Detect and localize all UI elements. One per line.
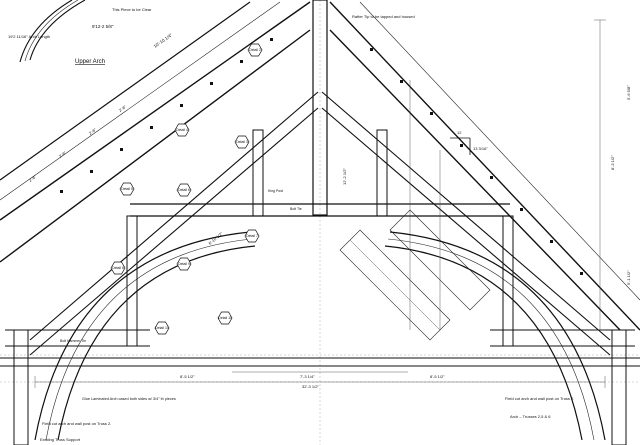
top-dim-2: 9'12-2 5/8" bbox=[92, 24, 114, 29]
right-dim-3: 5'-6 5/8" bbox=[626, 85, 631, 100]
left-wall-post bbox=[13, 329, 29, 445]
pitch-symbol bbox=[450, 137, 471, 155]
upper-arch bbox=[19, 0, 86, 63]
svg-text:Detail 3: Detail 3 bbox=[236, 140, 248, 144]
bottom-dim-center: 7'-3 1/4" bbox=[300, 374, 315, 379]
right-dim-2: 5'-1 1/2" bbox=[626, 270, 631, 285]
detail-tags: Detail 2 Detail 3 Detail 4 Detail 5 Deta… bbox=[110, 43, 263, 335]
svg-text:Detail 9: Detail 9 bbox=[178, 262, 190, 266]
left-rafter-dim: 2'-8" bbox=[28, 174, 38, 183]
dimension-lines bbox=[34, 19, 606, 388]
left-rafter-dim: 2'-8" bbox=[118, 104, 128, 113]
detail-tag: Detail 7 bbox=[244, 229, 260, 243]
right-rafter bbox=[329, 1, 640, 331]
left-rafter bbox=[0, 1, 311, 263]
svg-text:Detail 5: Detail 5 bbox=[121, 187, 133, 191]
hammer-ties bbox=[0, 329, 640, 367]
truss-support-note: Existing Truss Support bbox=[40, 437, 81, 442]
right-wall-post bbox=[611, 329, 627, 445]
top-dim-1: 10'-10 1/4" bbox=[153, 32, 174, 49]
bolt-tie bbox=[130, 203, 510, 217]
field-cut-left: Field cut arch and wall post on Truss 2. bbox=[42, 421, 111, 426]
arch-trusses-note: Arch – Trusses 2,5 & 6 bbox=[510, 414, 551, 419]
svg-text:Detail 2: Detail 2 bbox=[249, 48, 261, 52]
left-rafter-dim: 2'-8" bbox=[88, 127, 98, 136]
detail-tag: Detail 2 bbox=[247, 43, 263, 57]
dimension-labels: 10'-10 1/4" 9'12-2 5/8" 7'-3 1/4" 8'-5 1… bbox=[28, 24, 631, 389]
piece-note: This Piece to be Clear bbox=[112, 7, 152, 12]
svg-text:Detail 10: Detail 10 bbox=[155, 326, 169, 330]
detail-tag: Detail 5 bbox=[119, 182, 135, 196]
bolt-marks bbox=[60, 38, 583, 275]
field-cut-right: Field cut arch and wall post on Truss 2. bbox=[505, 396, 574, 401]
upper-arch-title: Upper Arch bbox=[75, 59, 105, 65]
struts bbox=[29, 91, 611, 356]
post-dim: 12'-2 1/2" bbox=[342, 168, 347, 185]
arch-length-note: 19'2 11/16" Arch Length bbox=[8, 34, 50, 39]
bottom-dim-right: 8'-5 1/2" bbox=[430, 374, 445, 379]
svg-text:Detail 6: Detail 6 bbox=[178, 188, 190, 192]
detail-tag: Detail 9 bbox=[176, 257, 192, 271]
right-dim-1: 8'-3 1/2" bbox=[610, 155, 615, 170]
left-rafter-dim: 2'-8" bbox=[58, 150, 68, 159]
right-detail-block bbox=[339, 209, 491, 341]
svg-text:Detail 8: Detail 8 bbox=[112, 266, 124, 270]
rafter-tip-note: Rafter Tip to be tapped and housed bbox=[352, 14, 415, 19]
lower-arch-note: Glue Laminated Arch cased both sides w/ … bbox=[82, 397, 176, 401]
left-lower-arch bbox=[34, 231, 256, 441]
left-queen-post bbox=[252, 129, 264, 217]
bolt-tie-label: Bolt Tie bbox=[290, 207, 302, 211]
king-post bbox=[312, 0, 328, 216]
bottom-dim-left: 8'-5 1/2" bbox=[180, 374, 195, 379]
detail-tag: Detail 8 bbox=[110, 261, 126, 275]
pitch-rise: 13 3/16" bbox=[473, 146, 488, 151]
detail-tag: Detail 11 bbox=[217, 311, 233, 325]
pitch-run: 12 bbox=[457, 130, 462, 135]
hammer-tie-label: Bolt Hammer Tie bbox=[60, 339, 86, 343]
detail-tag: Detail 6 bbox=[176, 183, 192, 197]
svg-text:Detail 7: Detail 7 bbox=[246, 234, 258, 238]
right-queen-post bbox=[376, 129, 388, 217]
bottom-dim-total: 32'-3 1/2" bbox=[302, 384, 319, 389]
right-hammer-post bbox=[502, 215, 514, 347]
svg-text:Detail 11: Detail 11 bbox=[218, 316, 232, 320]
notes: Upper Arch 19'2 11/16" Arch Length This … bbox=[8, 7, 574, 442]
detail-tag: Detail 10 bbox=[154, 321, 170, 335]
svg-text:Detail 4: Detail 4 bbox=[176, 128, 188, 132]
detail-tag: Detail 3 bbox=[234, 135, 250, 149]
detail-tag: Detail 4 bbox=[174, 123, 190, 137]
king-post-label: King Post bbox=[268, 189, 283, 193]
left-hammer-post bbox=[126, 215, 138, 347]
right-lower-arch bbox=[384, 231, 606, 441]
